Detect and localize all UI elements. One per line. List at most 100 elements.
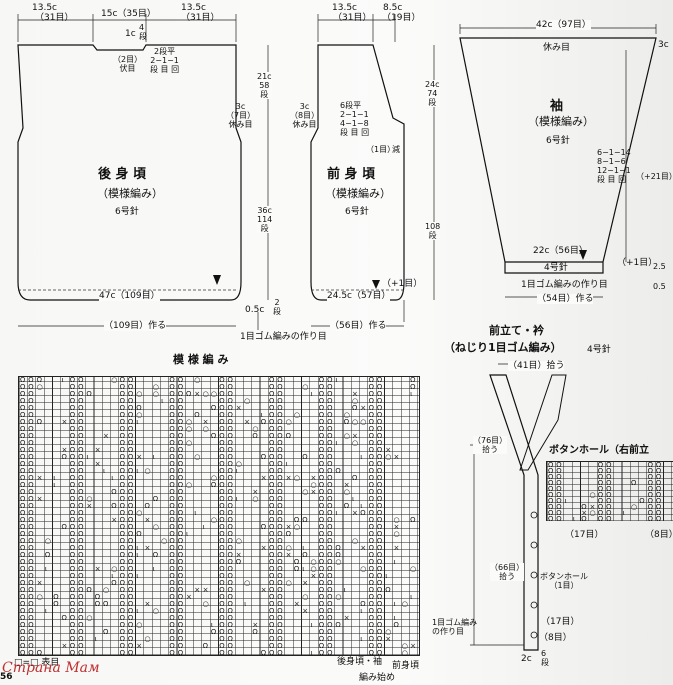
stitch-symbol: Ω <box>177 418 184 426</box>
stitch-symbol: Ω <box>277 621 283 629</box>
stitch-symbol: Ω <box>20 376 26 384</box>
stitch-symbol: × <box>581 509 588 517</box>
stitch-symbol: Ω <box>327 397 333 405</box>
stitch-symbol: Ω <box>269 432 275 440</box>
back-body-outline <box>17 44 242 301</box>
stitch-symbol: Ω <box>277 432 283 440</box>
stitch-symbol: Ω <box>227 593 233 601</box>
stitch-symbol: Ω <box>269 614 275 622</box>
stitch-symbol: Ω <box>127 425 134 433</box>
stitch-symbol: Ω <box>327 579 333 587</box>
stitch-symbol: Ω <box>606 461 612 469</box>
stitch-symbol: Ω <box>78 642 84 650</box>
stitch-symbol: Ω <box>327 649 333 657</box>
stitch-symbol: × <box>194 586 201 594</box>
stitch-symbol: Ω <box>376 460 383 468</box>
stitch-symbol: Ω <box>368 628 374 636</box>
stitch-symbol: Ω <box>177 530 184 538</box>
stitch-symbol: Ω <box>20 516 26 524</box>
stitch-symbol: Ω <box>20 383 26 391</box>
stitch-symbol: Ω <box>368 481 374 489</box>
stitch-symbol: Ω <box>69 502 76 510</box>
stitch-symbol: × <box>136 642 143 650</box>
stitch-symbol: Ω <box>227 586 233 594</box>
stitch-symbol: ι <box>61 376 64 384</box>
stitch-symbol: ι <box>335 439 338 447</box>
stitch-symbol: × <box>36 495 43 503</box>
stitch-symbol: Ω <box>327 495 333 503</box>
stitch-symbol: Ω <box>376 376 383 384</box>
stitch-symbol: Ω <box>269 628 275 636</box>
stitch-symbol: ι <box>53 474 56 482</box>
stitch-symbol: Ω <box>127 481 134 489</box>
stitch-symbol: Ω <box>219 460 225 468</box>
band-buttonhole: ボタンホール （1目） <box>540 572 588 590</box>
stitch-symbol: Ω <box>119 439 125 447</box>
stitch-symbol: Ω <box>277 614 283 622</box>
stitch-symbol: × <box>94 446 101 454</box>
stitch-symbol: Ω <box>260 649 267 657</box>
stitch-symbol: Ω <box>318 425 325 433</box>
stitch-symbol: Ω <box>368 432 374 440</box>
stitch-symbol: Ω <box>227 383 233 391</box>
stitch-symbol: ○ <box>631 503 638 511</box>
stitch-symbol: Ω <box>78 523 84 531</box>
stitch-symbol: Ω <box>327 628 333 636</box>
stitch-symbol: ○ <box>186 425 193 433</box>
stitch-symbol: ○ <box>111 376 118 384</box>
stitch-symbol: Ω <box>318 621 325 629</box>
stitch-symbol: Ω <box>219 502 225 510</box>
stitch-symbol: ι <box>622 509 626 517</box>
stitch-symbol: Ω <box>119 586 125 594</box>
stitch-symbol: ι <box>94 635 98 643</box>
stitch-symbol: × <box>352 390 358 398</box>
stitch-symbol: Ω <box>78 558 84 566</box>
stitch-symbol: Ω <box>227 390 233 398</box>
stitch-symbol: Ω <box>277 467 283 475</box>
stitch-symbol: Ω <box>352 404 358 412</box>
stitch-symbol: Ω <box>368 404 374 412</box>
stitch-symbol: Ω <box>227 621 233 629</box>
stitch-symbol: × <box>352 509 358 517</box>
stitch-symbol: Ω <box>327 523 333 531</box>
stitch-symbol: Ω <box>127 649 134 657</box>
stitch-symbol: Ω <box>360 509 366 517</box>
stitch-symbol: Ω <box>28 565 34 573</box>
stitch-symbol: Ω <box>556 461 562 469</box>
back-neck-decrease: 2段平 2−1−1 段 目 回 <box>150 47 180 74</box>
stitch-symbol: Ω <box>36 376 42 384</box>
stitch-symbol: Ω <box>227 425 233 433</box>
stitch-symbol: Ω <box>78 411 84 419</box>
stitch-symbol: Ω <box>119 432 125 440</box>
stitch-symbol: Ω <box>177 432 184 440</box>
stitch-symbol: Ω <box>111 579 117 587</box>
stitch-symbol: × <box>136 453 143 461</box>
stitch-symbol: Ω <box>69 411 76 419</box>
stitch-symbol: ι <box>86 453 89 461</box>
stitch-symbol: Ω <box>327 537 333 545</box>
stitch-symbol: Ω <box>20 509 26 517</box>
stitch-symbol: Ω <box>327 425 333 433</box>
stitch-symbol: Ω <box>119 628 125 636</box>
stitch-symbol: Ω <box>327 544 333 552</box>
stitch-symbol: Ω <box>647 497 653 505</box>
stitch-symbol: Ω <box>119 530 125 538</box>
stitch-symbol: Ω <box>119 460 125 468</box>
stitch-symbol: Ω <box>606 509 612 517</box>
stitch-symbol: Ω <box>177 404 184 412</box>
stitch-symbol: × <box>235 404 242 412</box>
stitch-symbol: Ω <box>69 642 76 650</box>
stitch-symbol: Ω <box>631 479 637 487</box>
stitch-symbol: Ω <box>20 418 26 426</box>
stitch-symbol: Ω <box>127 453 134 461</box>
stitch-symbol: Ω <box>327 481 333 489</box>
stitch-symbol: ι <box>152 565 156 573</box>
stitch-symbol: Ω <box>606 485 612 493</box>
stitch-symbol: × <box>302 579 309 587</box>
back-needle: 6号針 <box>115 207 139 217</box>
stitch-symbol: ι <box>210 621 214 629</box>
stitch-symbol: Ω <box>293 516 300 524</box>
stitch-symbol: Ω <box>597 491 604 499</box>
stitch-symbol: × <box>86 502 93 510</box>
stitch-symbol: Ω <box>269 383 275 391</box>
